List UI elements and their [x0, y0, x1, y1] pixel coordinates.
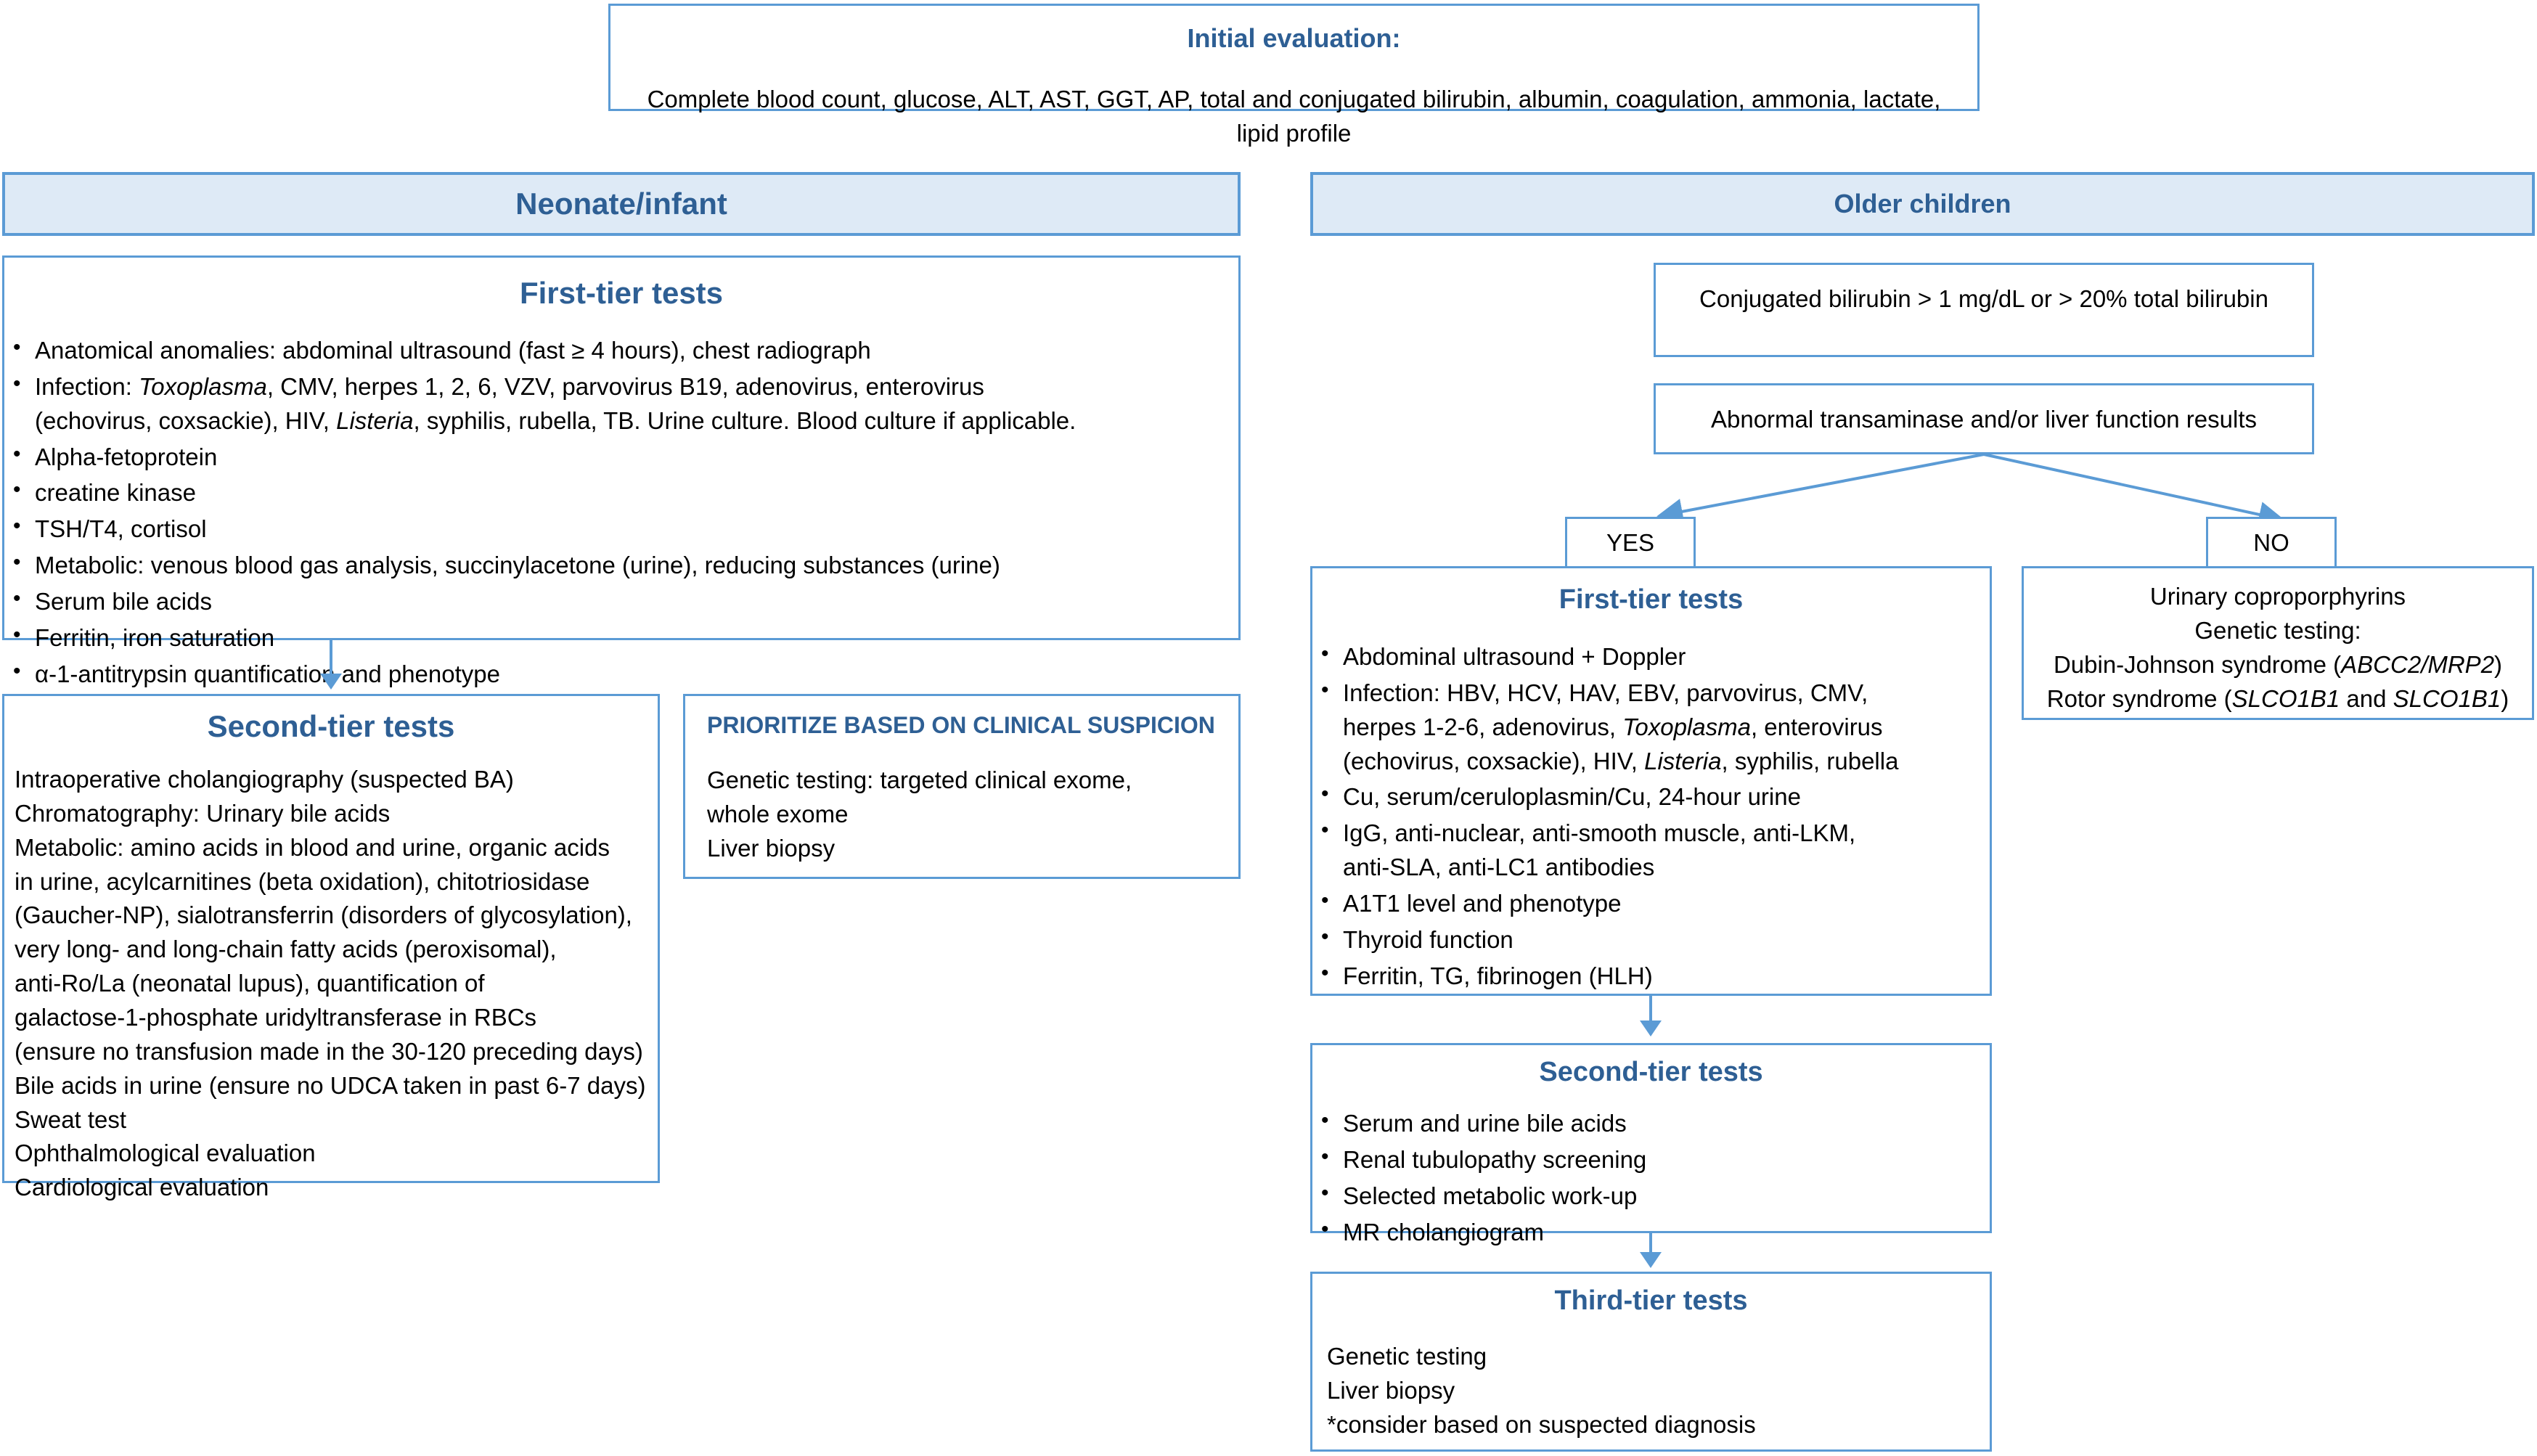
left-first-tier-list: Anatomical anomalies: abdominal ultrasou…	[4, 332, 1238, 692]
text-line: anti-Ro/La (neonatal lupus), quantificat…	[15, 970, 485, 997]
list-item: creatine kinase	[4, 475, 1221, 510]
text-line: (Gaucher-NP), sialotransferrin (disorder…	[15, 901, 632, 929]
list-item: α-1-antitrypsin quantification and pheno…	[4, 656, 1221, 692]
left-first-tier-box: First-tier tests Anatomical anomalies: a…	[2, 255, 1241, 687]
text-line: Liver biopsy	[707, 834, 836, 862]
right-first-tier-list: Abdominal ultrasound + Doppler Infection…	[1312, 639, 1990, 994]
list-item: Thyroid function	[1312, 922, 1978, 957]
text-line: Ophthalmological evaluation	[15, 1140, 316, 1167]
list-item: Serum bile acids	[4, 584, 1221, 619]
text-line: *consider based on suspected diagnosis	[1327, 1410, 1756, 1438]
text-line: (ensure no transfusion made in the 30-12…	[15, 1037, 643, 1065]
text-line: Urinary coproporphyrins	[2149, 583, 2406, 610]
list-item: Anatomical anomalies: abdominal ultrasou…	[4, 332, 1221, 368]
initial-evaluation-title: Initial evaluation:	[1187, 23, 1401, 53]
list-item: MR cholangiogram	[1312, 1214, 1990, 1250]
left-first-tier-title: First-tier tests	[519, 276, 724, 310]
right-third-tier-box: Third-tier tests Genetic testing Liver b…	[1310, 1272, 1992, 1452]
list-item: Infection: Toxoplasma, CMV, herpes 1, 2,…	[4, 369, 1221, 438]
right-third-tier-text: Genetic testing Liver biopsy *consider b…	[1312, 1340, 1990, 1442]
text-line: galactose-1-phosphate uridyltransferase …	[15, 1004, 537, 1031]
left-second-tier-text: Intraoperative cholangiography (suspecte…	[4, 763, 658, 1205]
right-first-tier-title: First-tier tests	[1558, 584, 1744, 615]
prioritize-title: PRIORITIZE BASED ON CLINICAL SUSPICION	[707, 712, 1215, 738]
text-line: Genetic testing:	[2194, 616, 2361, 644]
branch-arrow-no	[1983, 453, 2285, 528]
text-line: Intraoperative cholangiography (suspecte…	[15, 766, 514, 793]
left-connector-line	[330, 640, 332, 676]
right-connector-line-2	[1649, 1233, 1652, 1255]
right-second-tier-list: Serum and urine bile acids Renal tubulop…	[1312, 1105, 1990, 1250]
list-item: Abdominal ultrasound + Doppler	[1312, 639, 1978, 674]
no-branch-text: Urinary coproporphyrins Genetic testing:…	[2024, 580, 2532, 716]
text-line: whole exome	[707, 800, 849, 827]
right-connector-line-1	[1649, 996, 1652, 1023]
text-line: Cardiological evaluation	[15, 1174, 269, 1201]
initial-evaluation-box: Initial evaluation: Complete blood count…	[608, 4, 1980, 147]
list-item: Cu, serum/ceruloplasmin/Cu, 24-hour urin…	[1312, 779, 1978, 814]
list-item: Infection: HBV, HCV, HAV, EBV, parvoviru…	[1312, 675, 1978, 779]
question-text: Abnormal transaminase and/or liver funct…	[1710, 406, 2258, 433]
right-connector-arrow-2	[1640, 1252, 1662, 1268]
text-line: in urine, acylcarnitines (beta oxidation…	[15, 867, 590, 895]
list-item: Metabolic: venous blood gas analysis, su…	[4, 547, 1221, 583]
text-line: Metabolic: amino acids in blood and urin…	[15, 833, 610, 861]
no-box: NO	[2206, 517, 2337, 569]
right-second-tier-box: Second-tier tests Serum and urine bile a…	[1310, 1043, 1992, 1246]
text-line: Chromatography: Urinary bile acids	[15, 799, 391, 827]
list-item: Ferritin, TG, fibrinogen (HLH)	[1312, 958, 1978, 994]
right-connector-arrow-1	[1640, 1021, 1662, 1036]
prioritize-box: PRIORITIZE BASED ON CLINICAL SUSPICION G…	[683, 694, 1241, 879]
text-line: Rotor syndrome (SLCO1B1 and SLCO1B1)	[2046, 684, 2509, 712]
initial-evaluation-body: Complete blood count, glucose, ALT, AST,…	[647, 86, 1941, 147]
text-line: Genetic testing: targeted clinical exome…	[707, 766, 1132, 793]
prioritize-text: Genetic testing: targeted clinical exome…	[685, 764, 1238, 866]
left-column-header: Neonate/infant	[2, 172, 1241, 236]
right-third-tier-title: Third-tier tests	[1554, 1285, 1748, 1316]
yes-label: YES	[1606, 529, 1655, 556]
branch-arrow-yes	[1656, 453, 1985, 525]
left-second-tier-box: Second-tier tests Intraoperative cholang…	[2, 694, 660, 1201]
list-item: IgG, anti-nuclear, anti-smooth muscle, a…	[1312, 815, 1978, 885]
criterion-text: Conjugated bilirubin > 1 mg/dL or > 20% …	[1699, 285, 2268, 312]
list-item: Selected metabolic work-up	[1312, 1178, 1990, 1214]
right-second-tier-title: Second-tier tests	[1539, 1057, 1763, 1087]
left-connector-arrow	[320, 674, 342, 690]
conjugated-bilirubin-criterion-box: Conjugated bilirubin > 1 mg/dL or > 20% …	[1654, 263, 2314, 357]
text-line: very long- and long-chain fatty acids (p…	[15, 936, 557, 963]
right-column-header-label: Older children	[1834, 189, 2011, 218]
left-second-tier-title: Second-tier tests	[207, 709, 455, 743]
list-item: Renal tubulopathy screening	[1312, 1142, 1990, 1177]
abnormal-transaminase-box: Abnormal transaminase and/or liver funct…	[1654, 383, 2314, 454]
list-item: Serum and urine bile acids	[1312, 1105, 1990, 1141]
right-column-header: Older children	[1310, 172, 2535, 236]
list-item: Alpha-fetoprotein	[4, 439, 1221, 475]
left-column-header-label: Neonate/infant	[515, 187, 727, 221]
yes-box: YES	[1565, 517, 1696, 569]
right-first-tier-box: First-tier tests Abdominal ultrasound + …	[1310, 566, 1992, 996]
text-line: Liver biopsy	[1327, 1376, 1455, 1404]
list-item: A1T1 level and phenotype	[1312, 886, 1978, 921]
text-line: Genetic testing	[1327, 1343, 1487, 1370]
text-line: Sweat test	[15, 1105, 127, 1133]
no-branch-box: Urinary coproporphyrins Genetic testing:…	[2022, 566, 2534, 720]
text-line: Dubin-Johnson syndrome (ABCC2/MRP2)	[2053, 650, 2503, 678]
list-item: TSH/T4, cortisol	[4, 511, 1221, 547]
text-line: Bile acids in urine (ensure no UDCA take…	[15, 1071, 646, 1099]
list-item: Ferritin, iron saturation	[4, 620, 1221, 655]
no-label: NO	[2253, 529, 2289, 556]
